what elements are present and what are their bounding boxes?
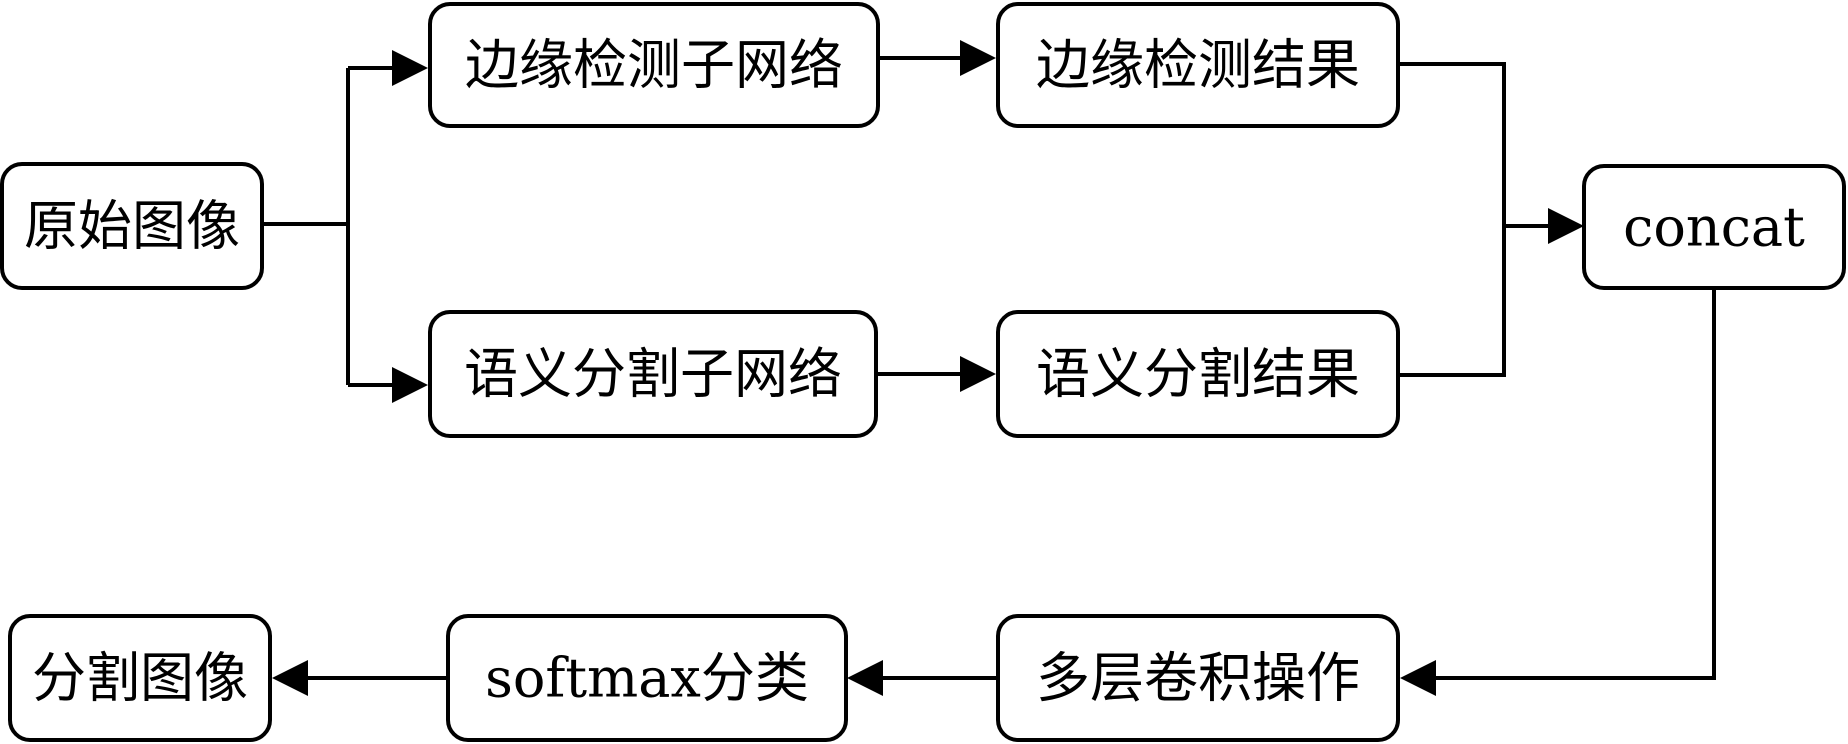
node-label: 语义分割结果 (1036, 343, 1360, 406)
node-label: 语义分割子网络 (464, 343, 842, 406)
arrow-head-concat (1548, 208, 1584, 244)
node-semantic-seg-result: 语义分割结果 (996, 310, 1400, 438)
arrow-head-softmax (847, 660, 883, 696)
node-segmented-image: 分割图像 (8, 614, 272, 742)
arrow-head-seg-result (960, 356, 996, 392)
node-softmax-classify: softmax分类 (446, 614, 848, 742)
edge-concat-to-conv (1436, 290, 1716, 680)
node-edge-detection-subnet: 边缘检测子网络 (428, 2, 880, 128)
node-label: 边缘检测子网络 (465, 34, 843, 97)
node-source-image: 原始图像 (0, 162, 264, 290)
node-semantic-seg-subnet: 语义分割子网络 (428, 310, 878, 438)
arrow-head-edge-result (960, 40, 996, 76)
node-label: 原始图像 (24, 195, 240, 258)
edge-results-to-concat (1400, 62, 1548, 377)
node-edge-detection-result: 边缘检测结果 (996, 2, 1400, 128)
edges (262, 40, 1716, 696)
node-label: concat (1623, 196, 1805, 259)
arrow-head-conv (1400, 660, 1436, 696)
arrow-head-edge-subnet (392, 50, 428, 86)
node-concat: concat (1582, 164, 1846, 290)
node-label: 分割图像 (32, 647, 248, 710)
arrow-head-seg-subnet (392, 367, 428, 403)
node-label: softmax分类 (485, 647, 809, 710)
node-label: 边缘检测结果 (1036, 34, 1360, 97)
edge-source-to-branches (262, 66, 392, 387)
node-label: 多层卷积操作 (1036, 647, 1360, 710)
node-multi-layer-conv: 多层卷积操作 (996, 614, 1400, 742)
arrow-head-output (272, 660, 308, 696)
